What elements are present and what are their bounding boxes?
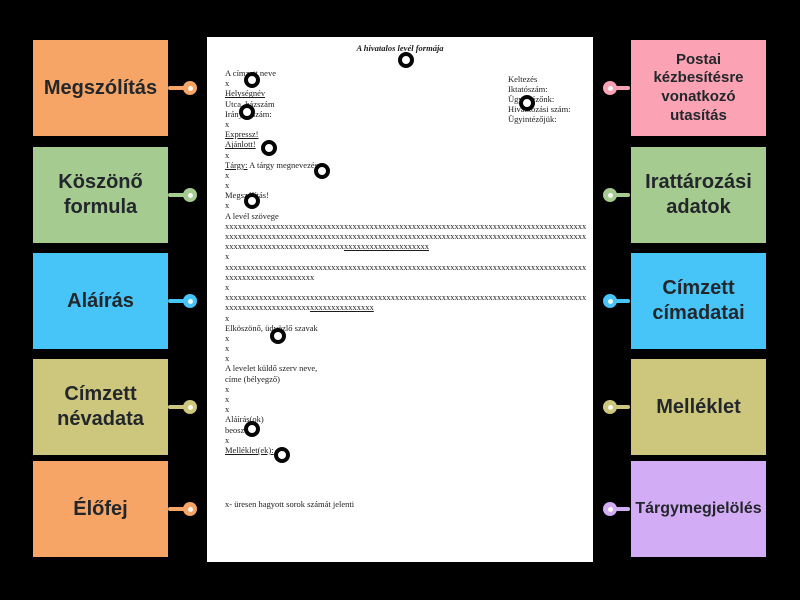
document-line: Aláírás(ok) bbox=[225, 414, 264, 425]
document-line: x bbox=[225, 404, 230, 415]
connector-line bbox=[168, 507, 187, 511]
document-line: x bbox=[225, 343, 230, 354]
label-cimzett-nevadata[interactable]: Címzett névadata bbox=[33, 359, 168, 455]
label-text: Élőfej bbox=[73, 497, 128, 520]
connector-dot bbox=[603, 81, 617, 95]
label-text: Melléklet bbox=[656, 395, 741, 418]
target-marker[interactable] bbox=[243, 71, 260, 88]
document-line: xxxxxxxxxxxxxxxxxxxxxxxxxxxxxxxxxxxxxxxx… bbox=[225, 261, 587, 272]
connector-dot bbox=[183, 188, 197, 202]
connector-line bbox=[611, 299, 630, 303]
document-line: Megszólítás! bbox=[225, 190, 590, 200]
label-text: Tárgymegjelölés bbox=[635, 500, 762, 517]
document-line: Helységnév bbox=[225, 88, 266, 99]
document-line: xxxxxxxxxxxxxxxxxxxxx bbox=[225, 271, 315, 282]
connector-line bbox=[611, 405, 630, 409]
label-alairas[interactable]: Aláírás bbox=[33, 253, 168, 349]
document-line: A levél szövege bbox=[225, 210, 279, 221]
target-marker[interactable] bbox=[269, 327, 286, 344]
connector-dot bbox=[183, 294, 197, 308]
document-title: A hivatalos levél formája bbox=[356, 43, 444, 53]
document-line: Expressz! bbox=[225, 129, 259, 140]
connector-line bbox=[168, 193, 187, 197]
document-line: xxxxxxxxxxxxxxxxxxxxxxxxxxxxxxxxxxxxxxxx… bbox=[225, 231, 587, 241]
connector-line bbox=[611, 86, 630, 90]
label-postai-kezbesitesre-vonatkozo-utasitas[interactable]: Postai kézbesítésre vonatkozó utasítás bbox=[631, 40, 766, 136]
connector-line bbox=[168, 405, 187, 409]
label-text: Aláírás bbox=[67, 289, 134, 312]
document-line: x bbox=[225, 200, 230, 211]
label-cimzett-cimadatai[interactable]: Címzett címadatai bbox=[631, 253, 766, 349]
document-info-block: KeltezésIktatószám:Ügyintézőnk:Hivatkozá… bbox=[508, 74, 571, 124]
info-line: Ügyintézőnk: bbox=[508, 94, 571, 104]
connector-line bbox=[611, 193, 630, 197]
info-line: Iktatószám: bbox=[508, 84, 548, 94]
document-line: x bbox=[225, 281, 230, 292]
connector-dot bbox=[603, 502, 617, 516]
info-line: Ügyintézőjük: bbox=[508, 114, 557, 124]
connector-line bbox=[168, 299, 187, 303]
document-line: x bbox=[225, 394, 230, 404]
document-line: A levelet küldő szerv neve, bbox=[225, 363, 318, 374]
document-line: x bbox=[225, 78, 230, 89]
document-line: x bbox=[225, 353, 230, 364]
document-line: címe (bélyegző) bbox=[225, 373, 280, 384]
connector-dot bbox=[603, 400, 617, 414]
label-text: Postai kézbesítésre vonatkozó utasítás bbox=[653, 50, 744, 124]
document-line: xxxxxxxxxxxxxxxxxxxxxxxxxxxxxxxxxxx bbox=[225, 302, 374, 313]
info-line: Hivatkozási szám: bbox=[508, 104, 571, 114]
target-marker[interactable] bbox=[518, 94, 535, 111]
connector-line bbox=[168, 86, 187, 90]
document-footnote: x- üresen hagyott sorok számát jelenti bbox=[225, 499, 355, 509]
target-marker[interactable] bbox=[243, 420, 260, 437]
target-marker[interactable] bbox=[273, 446, 290, 463]
letter-document: A hivatalos levél formája A címzett neve… bbox=[207, 37, 593, 562]
label-text: Köszönő formula bbox=[58, 171, 143, 218]
connector-dot bbox=[183, 400, 197, 414]
target-marker[interactable] bbox=[260, 139, 277, 156]
target-marker[interactable] bbox=[238, 103, 255, 120]
document-line: x bbox=[225, 312, 230, 323]
document-line: x bbox=[225, 251, 230, 262]
document-line: xxxxxxxxxxxxxxxxxxxxxxxxxxxxxxxxxxxxxxxx… bbox=[225, 292, 587, 303]
connector-dot bbox=[603, 188, 617, 202]
document-line: x bbox=[225, 434, 230, 445]
label-megszolitas[interactable]: Megszólítás bbox=[33, 40, 168, 136]
target-marker[interactable] bbox=[243, 192, 260, 209]
label-text: Címzett névadata bbox=[57, 383, 144, 430]
document-line: xxxxxxxxxxxxxxxxxxxxxxxxxxxxxxxxxxxxxxxx… bbox=[225, 241, 429, 252]
label-targymegjeloles[interactable]: Tárgymegjelölés bbox=[631, 461, 766, 557]
document-line: Elköszönő, üdvözlő szavak bbox=[225, 322, 318, 333]
label-elofej[interactable]: Élőfej bbox=[33, 461, 168, 557]
target-marker[interactable] bbox=[397, 51, 414, 68]
label-text: Címzett címadatai bbox=[652, 277, 745, 324]
document-line: x bbox=[225, 383, 230, 394]
document-line: x bbox=[225, 169, 230, 180]
document-line: Ajánlott! bbox=[225, 139, 256, 150]
document-line: x bbox=[225, 118, 230, 129]
info-line: Keltezés bbox=[508, 74, 538, 84]
connector-dot bbox=[183, 81, 197, 95]
document-line: x bbox=[225, 149, 230, 160]
document-line: beosztás bbox=[225, 424, 254, 435]
document-line: x bbox=[225, 332, 230, 343]
document-line: Tárgy: A tárgy megnevezése bbox=[225, 159, 322, 170]
document-line: Melléklet(ek): bbox=[225, 444, 274, 455]
document-line: xxxxxxxxxxxxxxxxxxxxxxxxxxxxxxxxxxxxxxxx… bbox=[225, 220, 587, 231]
label-text: Irattározási adatok bbox=[645, 171, 752, 218]
label-koszono-formula[interactable]: Köszönő formula bbox=[33, 147, 168, 243]
document-line: x bbox=[225, 180, 230, 191]
label-melleklet[interactable]: Melléklet bbox=[631, 359, 766, 455]
connector-dot bbox=[603, 294, 617, 308]
target-marker[interactable] bbox=[313, 162, 330, 179]
label-text: Megszólítás bbox=[43, 76, 158, 99]
label-irattarozasi-adatok[interactable]: Irattározási adatok bbox=[631, 147, 766, 243]
connector-dot bbox=[183, 502, 197, 516]
connector-line bbox=[611, 507, 630, 511]
